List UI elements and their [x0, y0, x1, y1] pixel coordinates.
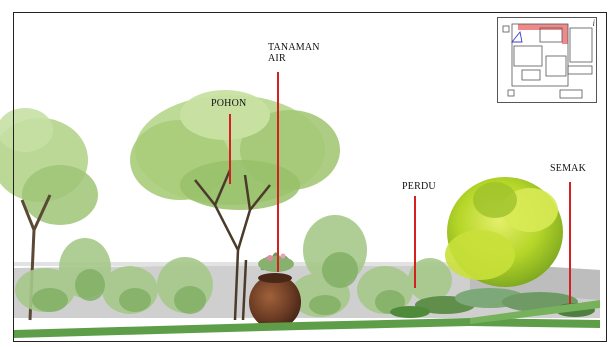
key-plan: i	[497, 17, 597, 103]
semak-leader	[569, 182, 571, 304]
key-plan-map	[498, 18, 598, 104]
label-perdu: PERDU	[402, 181, 436, 192]
key-plan-marker: i	[592, 18, 595, 28]
label-tanaman-air: TANAMAN AIR	[268, 42, 320, 64]
pohon-leader	[229, 114, 231, 184]
label-semak: SEMAK	[550, 163, 586, 174]
label-pohon: POHON	[211, 98, 246, 109]
perdu-leader	[414, 196, 416, 288]
tanaman-air-leader	[277, 72, 279, 272]
